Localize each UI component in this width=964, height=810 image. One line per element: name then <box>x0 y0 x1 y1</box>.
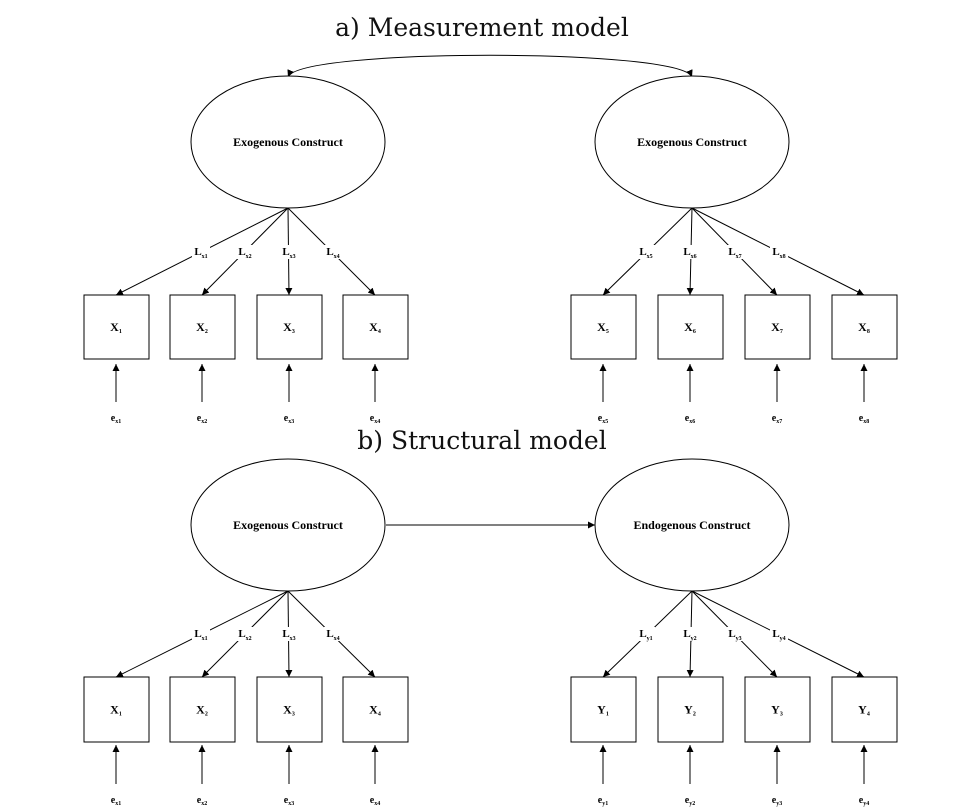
structural-indicator-box-6 <box>657 676 724 743</box>
structural-loading-label-bg-8 <box>770 627 788 641</box>
structural-error-label-3: ex3 <box>284 795 294 807</box>
measurement-loading-label-bg-4 <box>324 245 342 259</box>
structural-error-label-7: ey3 <box>772 795 782 807</box>
measurement-construct-label-2: Exogenous Construct <box>637 135 747 149</box>
measurement-construct-label-1: Exogenous Construct <box>233 135 343 149</box>
measurement-loading-label-3: Lx3 <box>282 246 295 260</box>
measurement-indicator-label-4: X4 <box>369 320 381 335</box>
measurement-loading-label-7: Lx7 <box>728 246 741 260</box>
structural-indicator-label-7: Y3 <box>771 703 783 718</box>
measurement-construct-2 <box>594 75 790 209</box>
measurement-indicator-label-7: X7 <box>771 320 783 335</box>
structural-construct-1 <box>190 458 386 592</box>
structural-loading-label-bg-6 <box>681 627 699 641</box>
structural-construct-2 <box>594 458 790 592</box>
measurement-loading-label-bg-3 <box>280 245 298 259</box>
structural-title: b) Structural model <box>357 426 606 455</box>
structural-indicator-box-8 <box>831 676 898 743</box>
structural-loading-label-bg-3 <box>280 627 298 641</box>
measurement-loading-label-1: Lx1 <box>194 246 207 260</box>
measurement-loading-label-8: Lx8 <box>772 246 785 260</box>
measurement-indicator-label-6: X6 <box>684 320 696 335</box>
structural-loading-label-3: Lx3 <box>282 628 295 642</box>
measurement-loading-label-4: Lx4 <box>326 246 339 260</box>
structural-indicator-label-4: X4 <box>369 703 381 718</box>
structural-indicator-label-6: Y2 <box>684 703 696 718</box>
structural-loading-label-bg-5 <box>637 627 655 641</box>
covariance-arrow <box>287 54 693 78</box>
structural-indicator-label-1: X1 <box>110 703 122 718</box>
measurement-error-label-1: ex1 <box>111 413 121 425</box>
structural-loading-label-4: Lx4 <box>326 628 339 642</box>
structural-loading-label-6: Ly2 <box>683 628 696 642</box>
measurement-error-label-8: ex8 <box>859 413 869 425</box>
measurement-indicator-label-1: X1 <box>110 320 122 335</box>
measurement-loading-label-bg-7 <box>726 245 744 259</box>
structural-indicator-label-3: X3 <box>283 703 295 718</box>
structural-error-label-2: ex2 <box>197 795 207 807</box>
structural-loading-label-1: Lx1 <box>194 628 207 642</box>
structural-error-label-4: ex4 <box>370 795 380 807</box>
measurement-indicator-box-8 <box>831 294 898 360</box>
measurement-title: a) Measurement model <box>335 13 629 42</box>
measurement-error-label-3: ex3 <box>284 413 294 425</box>
structural-error-label-6: ey2 <box>685 795 695 807</box>
measurement-indicator-label-8: X8 <box>858 320 870 335</box>
measurement-loading-label-bg-8 <box>770 245 788 259</box>
structural-loading-label-5: Ly1 <box>639 628 652 642</box>
measurement-indicator-label-5: X5 <box>597 320 609 335</box>
structural-construct-label-1: Exogenous Construct <box>233 518 343 532</box>
measurement-loading-label-6: Lx6 <box>683 246 696 260</box>
structural-construct-label-2: Endogenous Construct <box>633 518 750 532</box>
structural-error-label-5: ey1 <box>598 795 608 807</box>
structural-indicator-label-5: Y1 <box>597 703 609 718</box>
measurement-loading-label-2: Lx2 <box>238 246 251 260</box>
measurement-indicator-box-6 <box>657 294 724 360</box>
structural-loading-label-bg-1 <box>192 627 210 641</box>
structural-loading-label-bg-2 <box>236 627 254 641</box>
structural-indicator-box-3 <box>256 676 323 743</box>
structural-loading-label-2: Lx2 <box>238 628 251 642</box>
structural-indicator-box-5 <box>570 676 637 743</box>
structural-indicator-box-7 <box>744 676 811 743</box>
structural-indicator-label-2: X2 <box>196 703 208 718</box>
measurement-loading-label-bg-2 <box>236 245 254 259</box>
measurement-error-label-5: ex5 <box>598 413 608 425</box>
measurement-loading-label-bg-5 <box>637 245 655 259</box>
structural-error-label-1: ex1 <box>111 795 121 807</box>
structural-indicator-box-4 <box>342 676 409 743</box>
measurement-loading-label-5: Lx5 <box>639 246 652 260</box>
structural-loading-label-7: Ly3 <box>728 628 741 642</box>
measurement-indicator-box-1 <box>83 294 150 360</box>
measurement-indicator-box-2 <box>169 294 236 360</box>
structural-indicator-label-8: Y4 <box>858 703 870 718</box>
measurement-loading-label-bg-1 <box>192 245 210 259</box>
measurement-error-label-2: ex2 <box>197 413 207 425</box>
measurement-loading-label-bg-6 <box>681 245 699 259</box>
measurement-indicator-box-5 <box>570 294 637 360</box>
structural-loading-label-8: Ly4 <box>772 628 785 642</box>
measurement-construct-1 <box>190 75 386 209</box>
measurement-indicator-label-3: X3 <box>283 320 295 335</box>
measurement-indicator-box-3 <box>256 294 323 360</box>
structural-error-label-8: ey4 <box>859 795 869 807</box>
measurement-error-label-4: ex4 <box>370 413 380 425</box>
measurement-error-label-7: ex7 <box>772 413 782 425</box>
measurement-indicator-label-2: X2 <box>196 320 208 335</box>
measurement-error-label-6: ex6 <box>685 413 695 425</box>
structural-loading-label-bg-4 <box>324 627 342 641</box>
structural-loading-label-bg-7 <box>726 627 744 641</box>
structural-indicator-box-1 <box>83 676 150 743</box>
measurement-indicator-box-7 <box>744 294 811 360</box>
structural-indicator-box-2 <box>169 676 236 743</box>
measurement-indicator-box-4 <box>342 294 409 360</box>
